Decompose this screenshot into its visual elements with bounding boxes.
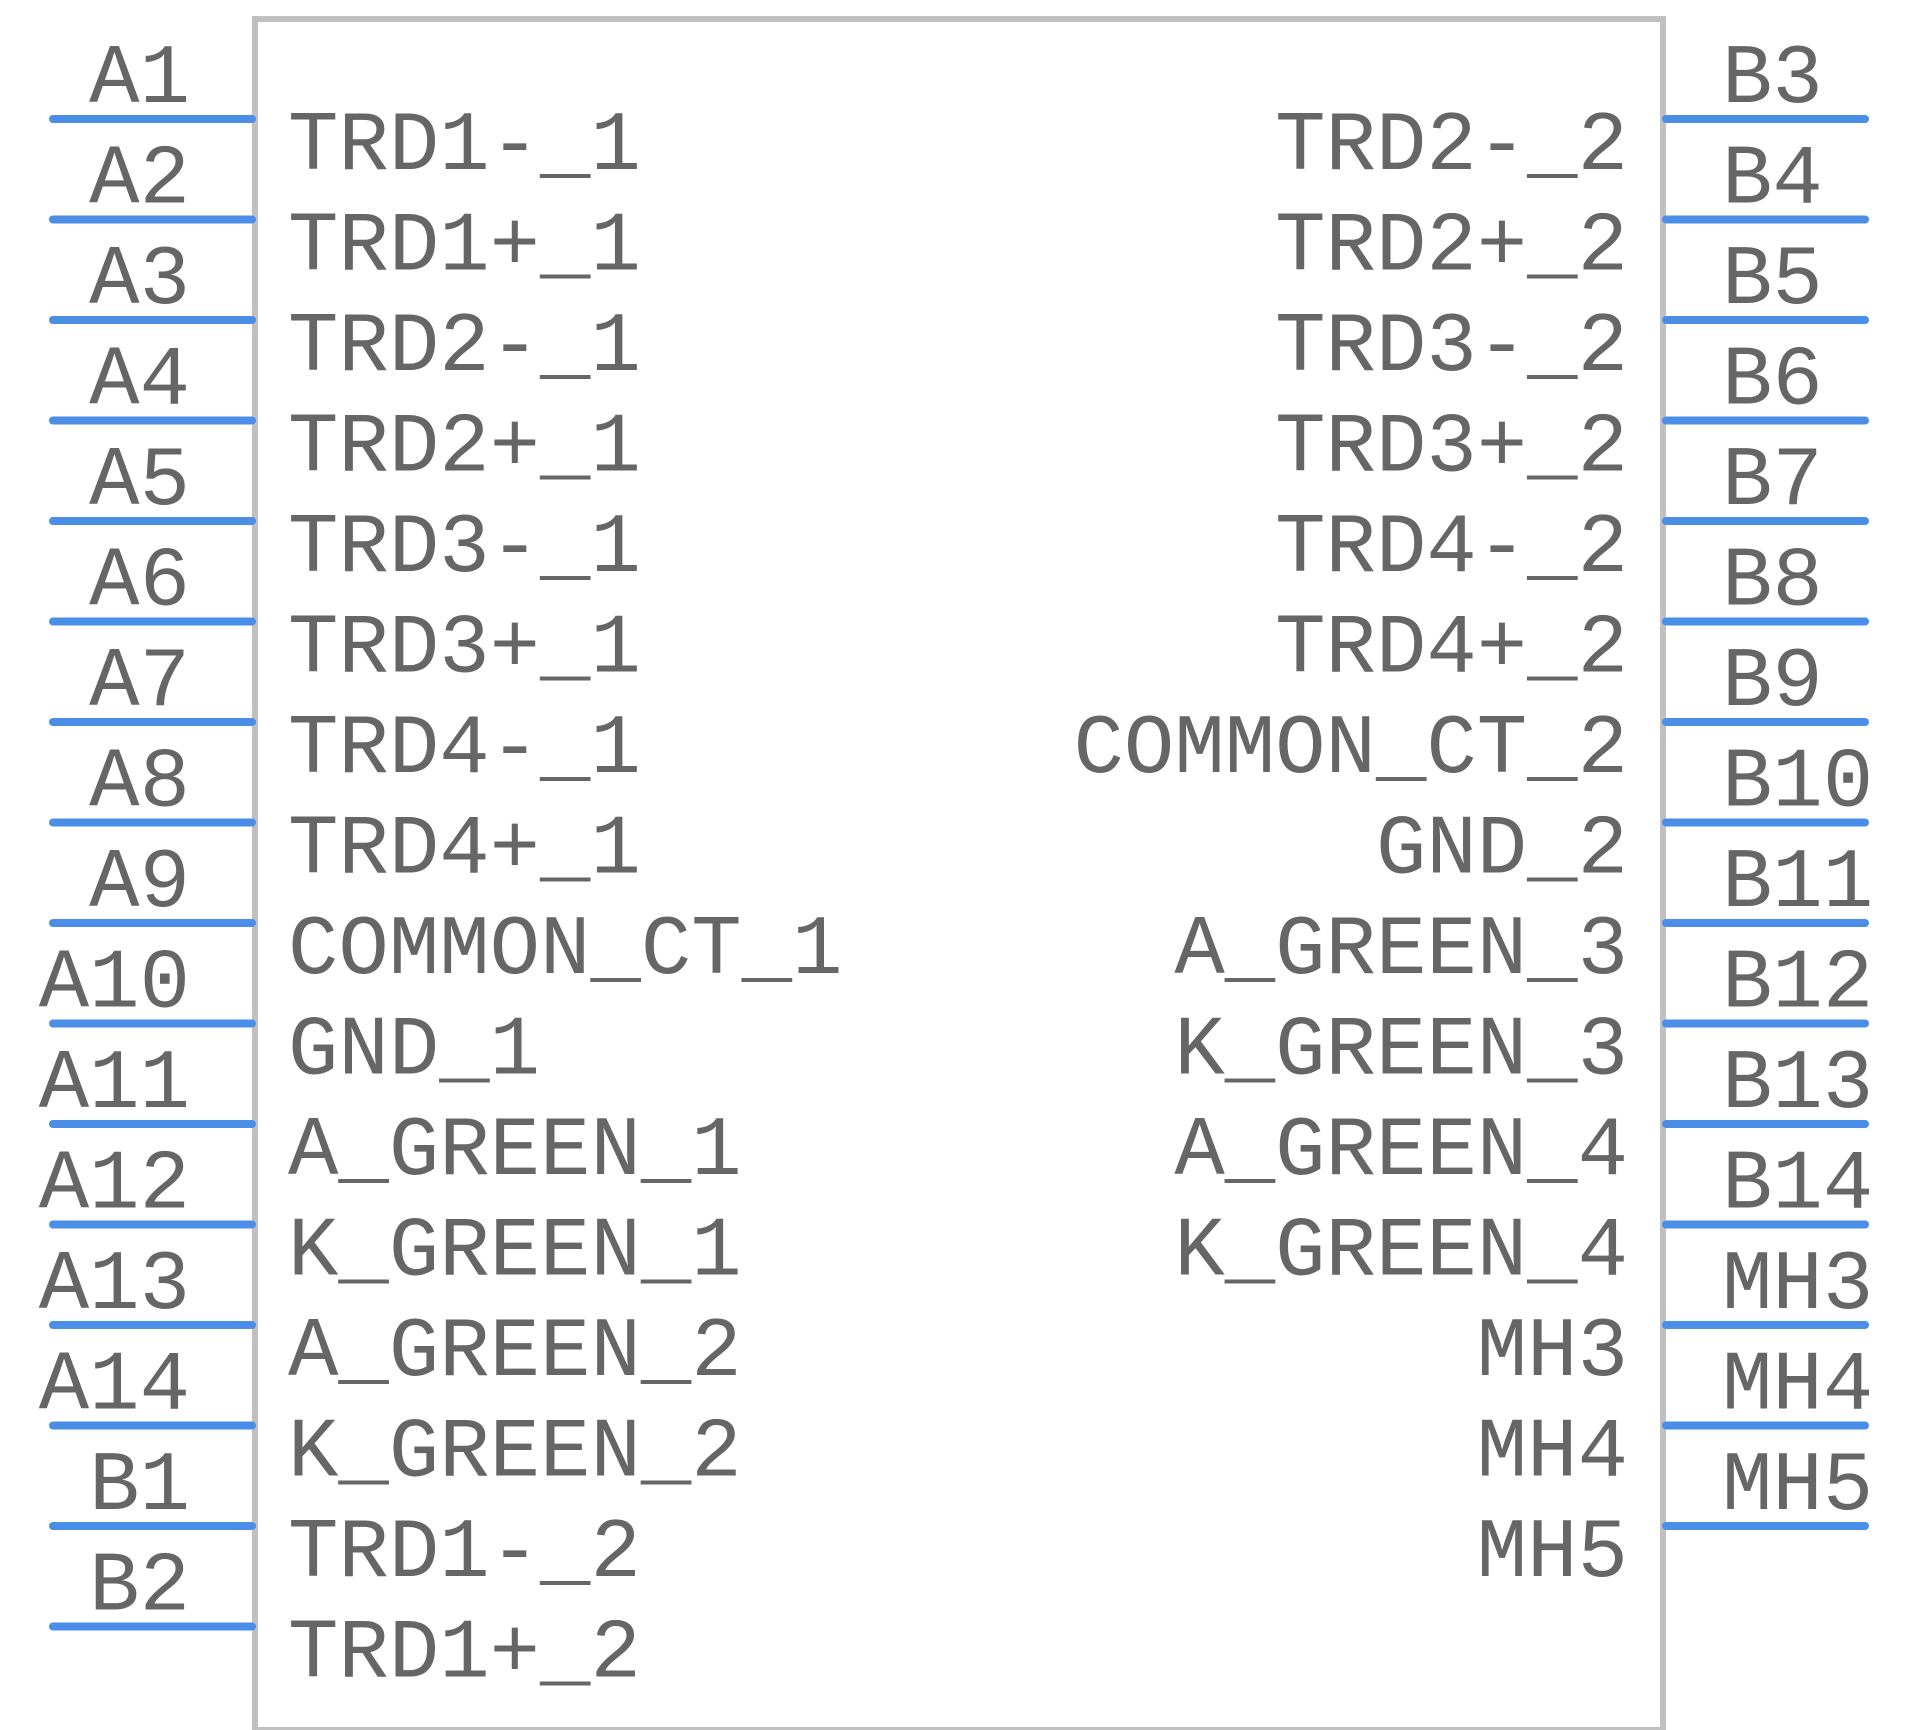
pin-name-trd2minus-2: TRD2-_2 — [1275, 100, 1628, 195]
pin-number-b13: B13 — [1722, 1038, 1873, 1133]
pin-name-trd2plus-1: TRD2+_1 — [288, 402, 641, 497]
pin-number-b11: B11 — [1722, 837, 1873, 932]
pin-name-trd3minus-2: TRD3-_2 — [1275, 301, 1628, 396]
component-body — [252, 16, 1666, 1730]
pin-number-a3: A3 — [89, 234, 190, 329]
pin-name-trd4plus-1: TRD4+_1 — [288, 804, 641, 899]
pin-name-gnd-2: GND_2 — [1376, 804, 1628, 899]
pin-name-trd4plus-2: TRD4+_2 — [1275, 603, 1628, 698]
pin-name-trd1plus-1: TRD1+_1 — [288, 201, 641, 296]
pin-name-trd3minus-1: TRD3-_1 — [288, 502, 641, 597]
pin-name-trd4minus-1: TRD4-_1 — [288, 703, 641, 798]
pin-number-a7: A7 — [89, 636, 190, 731]
pin-number-a11: A11 — [39, 1038, 190, 1133]
pin-number-a8: A8 — [89, 737, 190, 832]
pin-number-b1: B1 — [89, 1440, 190, 1535]
pin-number-a10: A10 — [39, 938, 190, 1033]
pin-name-trd3plus-1: TRD3+_1 — [288, 603, 641, 698]
pin-number-a1: A1 — [89, 33, 190, 128]
pin-number-mh3: MH3 — [1722, 1239, 1873, 1334]
pin-name-trd2plus-2: TRD2+_2 — [1275, 201, 1628, 296]
pin-number-b3: B3 — [1722, 33, 1823, 128]
pin-number-a2: A2 — [89, 134, 190, 229]
pin-number-mh5: MH5 — [1722, 1440, 1873, 1535]
pin-number-b7: B7 — [1722, 435, 1823, 530]
pin-name-mh5: MH5 — [1477, 1507, 1628, 1602]
pin-name-mh3: MH3 — [1477, 1306, 1628, 1401]
pin-number-b4: B4 — [1722, 134, 1823, 229]
pin-name-common-ct-2: COMMON_CT_2 — [1074, 703, 1629, 798]
pin-name-gnd-1: GND_1 — [288, 1005, 540, 1100]
pin-name-k-green-2: K_GREEN_2 — [288, 1407, 742, 1502]
pin-number-a9: A9 — [89, 837, 190, 932]
pin-name-a-green-3: A_GREEN_3 — [1174, 904, 1628, 999]
pin-name-trd1minus-2: TRD1-_2 — [288, 1507, 641, 1602]
pin-number-b14: B14 — [1722, 1139, 1873, 1234]
pin-name-trd1minus-1: TRD1-_1 — [288, 100, 641, 195]
pin-number-a4: A4 — [89, 335, 190, 430]
pin-number-b5: B5 — [1722, 234, 1823, 329]
pin-number-a13: A13 — [39, 1239, 190, 1334]
pin-number-b8: B8 — [1722, 536, 1823, 631]
pin-name-k-green-1: K_GREEN_1 — [288, 1206, 742, 1301]
pin-number-a6: A6 — [89, 536, 190, 631]
pin-number-b10: B10 — [1722, 737, 1873, 832]
pin-number-b9: B9 — [1722, 636, 1823, 731]
pin-name-k-green-3: K_GREEN_3 — [1174, 1005, 1628, 1100]
pin-name-a-green-2: A_GREEN_2 — [288, 1306, 742, 1401]
pin-name-mh4: MH4 — [1477, 1407, 1628, 1502]
pin-name-k-green-4: K_GREEN_4 — [1174, 1206, 1628, 1301]
pin-number-a14: A14 — [39, 1340, 190, 1435]
pin-name-trd4minus-2: TRD4-_2 — [1275, 502, 1628, 597]
pin-name-a-green-1: A_GREEN_1 — [288, 1105, 742, 1200]
pin-number-b12: B12 — [1722, 938, 1873, 1033]
pin-name-trd1plus-2: TRD1+_2 — [288, 1608, 641, 1703]
pin-number-a5: A5 — [89, 435, 190, 530]
pin-name-common-ct-1: COMMON_CT_1 — [288, 904, 843, 999]
pin-name-a-green-4: A_GREEN_4 — [1174, 1105, 1628, 1200]
pin-name-trd2minus-1: TRD2-_1 — [288, 301, 641, 396]
pin-name-trd3plus-2: TRD3+_2 — [1275, 402, 1628, 497]
pin-number-mh4: MH4 — [1722, 1340, 1873, 1435]
pin-number-a12: A12 — [39, 1139, 190, 1234]
pin-number-b6: B6 — [1722, 335, 1823, 430]
pin-number-b2: B2 — [89, 1541, 190, 1636]
